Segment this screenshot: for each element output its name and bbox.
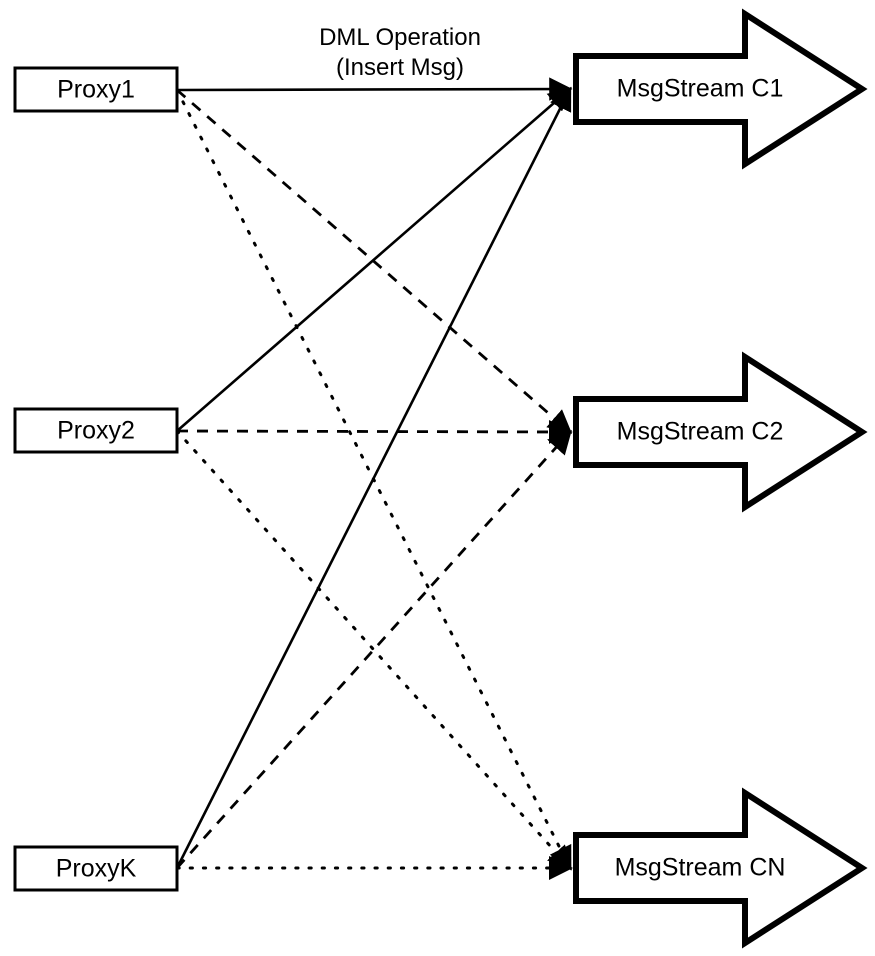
proxy-node-proxy1[interactable]: Proxy1 — [13, 66, 179, 113]
edge-proxyk-to-stream-c2 — [175, 429, 572, 869]
edge-proxy2-to-stream-c2 — [176, 420, 573, 444]
msgstream-c1-arrow-shape[interactable] — [573, 8, 868, 170]
msgstream-c2-label: MsgStream C2 — [617, 418, 784, 446]
proxy-node-proxyk[interactable]: ProxyK — [13, 845, 179, 892]
msgstream-node-c2[interactable]: MsgStream C2 — [573, 351, 868, 513]
proxyk-box[interactable] — [13, 845, 179, 892]
msgstream-c1-label: MsgStream C1 — [617, 75, 784, 103]
msgstream-node-cn[interactable]: MsgStream CN — [573, 787, 868, 949]
edge-proxy2-to-stream-cn — [175, 429, 573, 871]
proxyk-label: ProxyK — [56, 855, 137, 883]
edge-label-line1: DML Operation — [319, 24, 481, 51]
msgstream-node-c1[interactable]: MsgStream C1 — [573, 8, 868, 170]
edge-proxy1-to-stream-c1 — [176, 77, 573, 101]
edge-label-dml-operation: DML Operation (Insert Msg) — [319, 24, 481, 81]
edge-proxyk-to-stream-c1 — [175, 86, 572, 869]
proxy1-box[interactable] — [13, 66, 179, 113]
edge-proxy2-to-stream-c1 — [176, 87, 572, 432]
proxy2-box[interactable] — [13, 407, 179, 454]
msgstream-cn-label: MsgStream CN — [615, 854, 786, 882]
edge-label-line2: (Insert Msg) — [336, 54, 464, 81]
proxy2-label: Proxy2 — [57, 417, 135, 445]
msgstream-c2-arrow-shape[interactable] — [573, 351, 868, 513]
edge-layer — [175, 77, 573, 880]
msgstream-cn-arrow-shape[interactable] — [573, 787, 868, 949]
proxy1-label: Proxy1 — [57, 76, 135, 104]
proxy-node-proxy2[interactable]: Proxy2 — [13, 407, 179, 454]
